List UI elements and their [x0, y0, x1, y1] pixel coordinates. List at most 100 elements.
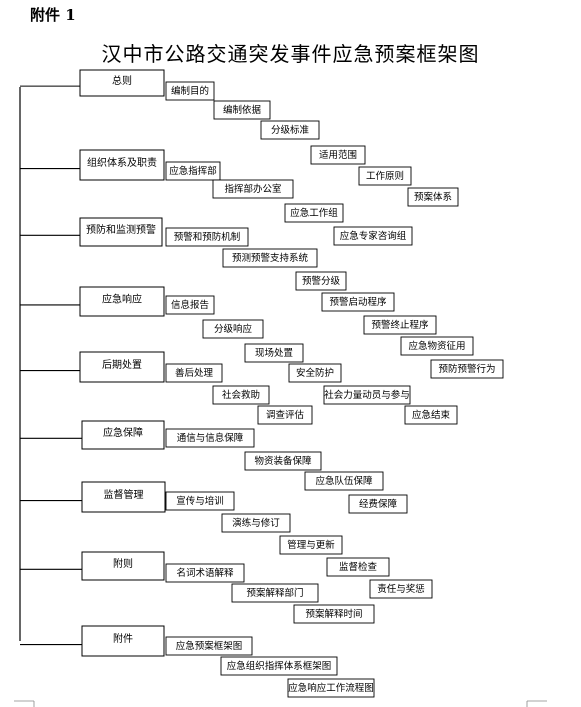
item-box [430, 359, 504, 379]
section-box [81, 481, 166, 513]
item-label: 宣传与培训 [176, 495, 224, 507]
item-box [321, 292, 395, 312]
item-box [244, 451, 322, 471]
item-box [222, 248, 318, 268]
section-box [81, 420, 165, 450]
item-box [220, 656, 338, 676]
item-box [257, 405, 313, 425]
item-label: 工作原则 [366, 170, 404, 182]
item-box [333, 226, 413, 246]
item-label: 预警分级 [302, 275, 341, 287]
item-label: 应急队伍保障 [315, 475, 373, 487]
item-box [363, 315, 437, 335]
section-box [79, 217, 163, 247]
item-box [284, 203, 344, 223]
item-box [323, 385, 411, 405]
item-label: 预测预警支持系统 [232, 252, 309, 264]
item-label: 预案解释部门 [246, 587, 303, 599]
item-label: 分级标准 [271, 124, 310, 136]
item-label: 适用范围 [319, 149, 357, 161]
item-label: 演练与修订 [232, 517, 280, 529]
item-label: 应急物资征用 [408, 340, 465, 352]
item-label: 监督检查 [339, 561, 378, 573]
section-label: 预防和监测预警 [86, 223, 156, 236]
item-label: 应急结束 [412, 409, 451, 421]
section-box [79, 351, 165, 383]
section-label: 组织体系及职责 [87, 156, 157, 169]
item-box [310, 145, 366, 165]
item-box [260, 120, 320, 140]
section-label: 应急保障 [103, 426, 143, 439]
item-box [231, 583, 319, 603]
item-label: 预警终止程序 [371, 319, 429, 331]
item-box [165, 81, 215, 101]
item-box [358, 166, 412, 186]
item-box [212, 385, 270, 405]
item-label: 物资装备保障 [254, 455, 312, 467]
item-box [165, 491, 235, 511]
section-label: 监督管理 [104, 488, 144, 501]
item-label: 社会力量动员与参与 [324, 389, 410, 401]
section-box [79, 286, 165, 317]
item-label: 善后处理 [175, 367, 214, 379]
item-box [221, 513, 291, 533]
item-label: 编制依据 [223, 104, 262, 116]
section-label: 附则 [113, 557, 133, 570]
item-box [288, 363, 342, 383]
item-label: 应急组织指挥体系框架图 [227, 660, 332, 672]
item-label: 预防预警行为 [438, 363, 495, 375]
section-label: 后期处置 [102, 359, 142, 371]
item-box [165, 563, 245, 583]
item-label: 分级响应 [214, 323, 253, 335]
item-box [326, 557, 390, 577]
item-box [165, 636, 253, 656]
section-label: 总则 [112, 74, 132, 87]
item-label: 指挥部办公室 [224, 183, 281, 195]
item-box [212, 179, 294, 199]
item-box [369, 579, 433, 599]
item-box [244, 343, 304, 363]
section-box [79, 69, 165, 97]
item-label: 应急响应工作流程图 [288, 682, 374, 694]
section-box [81, 625, 165, 657]
item-box [404, 405, 458, 425]
item-label: 调查评估 [266, 409, 305, 421]
item-label: 预案体系 [414, 191, 452, 203]
item-label: 管理与更新 [287, 539, 335, 551]
item-box [165, 363, 223, 383]
page-title: 汉中市公路交通突发事件应急预案框架图 [101, 42, 480, 66]
item-box [279, 535, 343, 555]
item-label: 社会救助 [222, 389, 260, 401]
item-label: 经费保障 [359, 498, 398, 510]
item-label: 预警启动程序 [329, 296, 387, 308]
item-label: 预警和预防机制 [174, 231, 241, 243]
item-label: 安全防护 [296, 367, 334, 379]
item-box [165, 227, 249, 247]
item-box [165, 428, 255, 448]
item-label: 应急预案框架图 [176, 640, 243, 652]
item-box [287, 678, 375, 698]
item-box [165, 295, 215, 315]
item-label: 预案解释时间 [305, 608, 362, 620]
item-box [400, 336, 474, 356]
item-box [295, 271, 347, 291]
section-label: 应急响应 [102, 293, 142, 306]
item-box [202, 319, 264, 339]
item-label: 通信与信息保障 [177, 432, 244, 444]
item-label: 名词术语解释 [176, 567, 234, 579]
attachment-label: 附件 1 [30, 6, 76, 24]
item-label: 编制目的 [171, 85, 209, 97]
item-box [213, 100, 271, 120]
item-box [407, 187, 459, 207]
section-label: 附件 [113, 632, 133, 645]
item-label: 责任与奖惩 [377, 583, 425, 595]
section-box [79, 149, 165, 181]
item-label: 应急专家咨询组 [340, 230, 407, 242]
item-label: 信息报告 [171, 299, 209, 311]
section-box [81, 551, 165, 581]
item-label: 应急工作组 [290, 207, 338, 219]
item-label: 现场处置 [255, 347, 293, 359]
item-box [293, 604, 375, 624]
